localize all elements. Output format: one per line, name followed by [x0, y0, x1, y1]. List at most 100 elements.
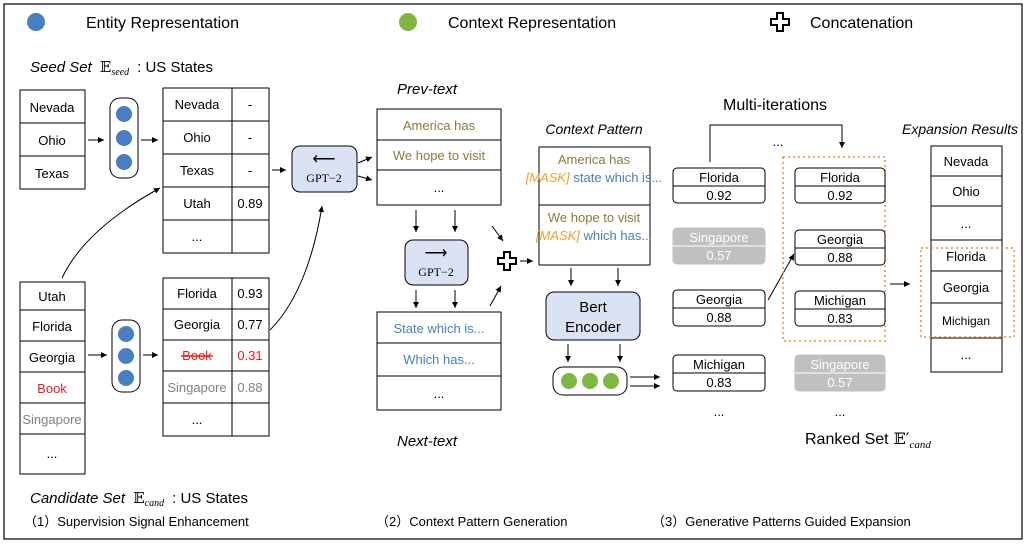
entity-dot — [118, 326, 134, 342]
expansion-item: ... — [961, 347, 972, 362]
stage-caption-3: （3）Generative Patterns Guided Expansion — [652, 514, 911, 529]
stage-caption-1: （1）Supervision Signal Enhancement — [24, 514, 249, 529]
pattern1-line2: [MASK] state which is... — [525, 170, 663, 185]
context-pattern-title: Context Pattern — [545, 121, 642, 137]
forward-arrow-icon: ⟶ — [425, 245, 448, 262]
bert-encoder-box — [545, 291, 641, 341]
score-card-left-1: Florida 0.92 — [672, 167, 766, 204]
seed-list: Nevada Ohio Texas — [19, 89, 86, 190]
seed-table-score: - — [248, 163, 252, 178]
svg-text:0.92: 0.92 — [827, 188, 852, 203]
seed-table-name: ... — [192, 229, 203, 244]
entity-dot — [116, 154, 132, 170]
context-legend-icon — [399, 13, 417, 31]
prev-text-item: America has — [403, 118, 476, 133]
promote-arrow — [61, 187, 161, 279]
pattern2-line2: [MASK] which has... — [535, 228, 652, 243]
svg-text:0.57: 0.57 — [827, 375, 852, 390]
expansion-results-title: Expansion Results — [902, 121, 1018, 137]
candidate-table-name: Georgia — [174, 317, 221, 332]
seed-item: Ohio — [38, 133, 65, 148]
backward-arrow-icon: ⟵ — [313, 151, 336, 168]
candidate-list: Utah Florida Georgia Book Singapore ... — [19, 281, 86, 475]
context-legend-label: Context Representation — [448, 15, 616, 32]
multi-iterations-loop-arrow — [709, 124, 845, 162]
score-card-left-3: Georgia 0.88 — [672, 289, 766, 327]
entity-dot — [116, 130, 132, 146]
seed-table-score: - — [248, 97, 252, 112]
expansion-item: Florida — [946, 249, 987, 264]
context-dot — [561, 373, 577, 389]
entity-legend-label: Entity Representation — [86, 15, 239, 32]
seed-table-score: 0.89 — [237, 196, 262, 211]
svg-text:Singapore: Singapore — [810, 357, 869, 372]
svg-text:Florida: Florida — [699, 170, 740, 185]
svg-text:0.83: 0.83 — [706, 375, 731, 390]
pattern2-prefix: We hope to visit — [548, 210, 641, 225]
candidate-score-table: Florida 0.93 Georgia 0.77 Book 0.31 Sing… — [162, 277, 270, 437]
next-text-box: State which is... Which has... ... — [376, 311, 502, 411]
prev-text-title: Prev-text — [397, 81, 458, 98]
candidate-table-score: 0.88 — [237, 380, 262, 395]
gpt2-backward-label: GPT−2 — [306, 171, 341, 185]
candidate-set-label: Candidate Set 𝔼cand: US States — [30, 489, 248, 509]
svg-text:0.92: 0.92 — [706, 188, 731, 203]
expansion-item: ... — [961, 216, 972, 231]
stage-caption-2: （2）Context Pattern Generation — [376, 514, 568, 529]
expansion-results-list: Nevada Ohio ... Florida Georgia Michigan… — [930, 145, 1003, 373]
bert-label-line1: Bert — [579, 299, 607, 316]
prev-text-item: ... — [434, 180, 445, 195]
svg-text:Georgia: Georgia — [817, 232, 864, 247]
seed-table-name: Utah — [183, 196, 210, 211]
gpt2-backward-box — [291, 145, 358, 193]
candidate-item: Singapore — [22, 412, 81, 427]
seed-table-name: Texas — [180, 163, 214, 178]
ellipsis: ... — [773, 134, 784, 149]
next-text-item: Which has... — [403, 352, 475, 367]
svg-text:0.83: 0.83 — [827, 311, 852, 326]
expansion-item: Ohio — [952, 184, 979, 199]
expansion-item: Nevada — [944, 154, 990, 169]
scores-to-gpt-arrow — [269, 205, 325, 331]
context-dot — [603, 373, 619, 389]
candidate-table-name: ... — [192, 412, 203, 427]
score-card-right-3: Michigan 0.83 — [794, 290, 886, 327]
bert-label-line2: Encoder — [565, 319, 621, 336]
gpt2-forward-box — [404, 239, 469, 286]
entity-dot — [118, 370, 134, 386]
gpt2-forward-label: GPT−2 — [418, 265, 453, 279]
candidate-table-score: 0.31 — [237, 348, 262, 363]
candidate-table-name: Singapore — [167, 380, 226, 395]
svg-text:Florida: Florida — [820, 170, 861, 185]
top-candidates-highlight — [782, 156, 886, 342]
expansion-item: Georgia — [943, 280, 990, 295]
ellipsis: ... — [835, 404, 846, 419]
entity-legend-icon — [27, 13, 45, 31]
seed-table-name: Ohio — [183, 130, 210, 145]
next-text-item: ... — [434, 386, 445, 401]
candidate-item: ... — [47, 446, 58, 461]
score-card-left-4: Michigan 0.83 — [672, 354, 766, 392]
candidate-item: Georgia — [29, 350, 76, 365]
pattern1-prefix: America has — [558, 152, 631, 167]
candidate-table-score: 0.93 — [237, 286, 262, 301]
svg-text:Michigan: Michigan — [814, 293, 866, 308]
score-card-right-4: Singapore 0.57 — [794, 354, 886, 392]
concatenation-icon — [497, 251, 517, 271]
candidate-table-score: 0.77 — [237, 317, 262, 332]
seed-set-label: Seed Set 𝔼seed: US States — [30, 58, 213, 78]
seed-item: Nevada — [30, 100, 76, 115]
expansion-item: Michigan — [942, 314, 990, 328]
concatenation-legend-label: Concatenation — [810, 15, 913, 32]
candidate-item: Florida — [32, 319, 73, 334]
score-card-right-2: Georgia 0.88 — [794, 229, 886, 266]
score-card-right-1: Florida 0.92 — [794, 167, 886, 204]
candidate-table-name: Florida — [177, 286, 218, 301]
svg-text:0.88: 0.88 — [827, 250, 852, 265]
context-pattern-box: America has [MASK] state which is... We … — [525, 146, 663, 266]
candidate-item: Utah — [38, 289, 65, 304]
next-text-item: State which is... — [393, 321, 484, 336]
